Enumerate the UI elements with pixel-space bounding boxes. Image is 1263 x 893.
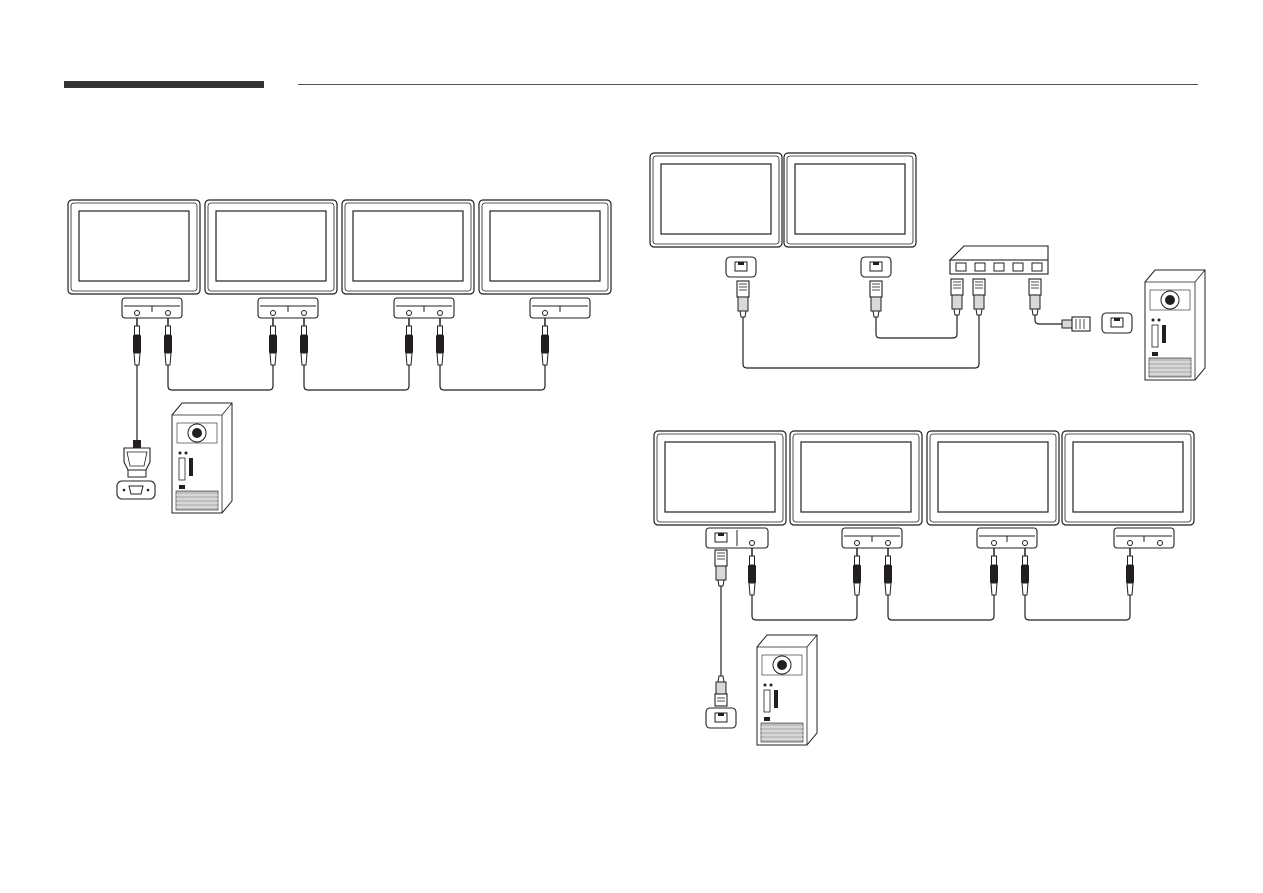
rs232c-jack-panel — [258, 298, 318, 318]
stereo-jack-icon — [436, 318, 444, 365]
rj45-plug-icon — [1062, 317, 1090, 331]
rs232c-jack-panel — [530, 298, 590, 318]
monitor-icon — [790, 431, 922, 525]
stereo-jack-icon — [269, 318, 277, 365]
rs232c-jack-panel — [122, 298, 182, 318]
rs232c-cable — [752, 595, 1130, 620]
desktop-pc-icon — [1145, 270, 1205, 380]
rj45-plug-icon — [973, 279, 985, 315]
monitor-icon — [68, 200, 200, 294]
dsub-port-icon — [117, 481, 155, 499]
stereo-jack-icon — [884, 548, 892, 595]
monitor-icon — [479, 200, 611, 294]
stereo-jack-icon — [300, 318, 308, 365]
rj45-plug-icon — [715, 676, 727, 706]
monitor-icon — [927, 431, 1059, 525]
monitor-icon — [342, 200, 474, 294]
stereo-jack-icon — [1126, 548, 1134, 595]
rj45-plug-icon — [951, 279, 963, 315]
monitor-icon — [650, 153, 782, 247]
stereo-jack-icon — [748, 548, 756, 595]
rj45-plug-icon — [870, 281, 882, 317]
rj45-plug-icon — [1029, 279, 1041, 315]
monitor-icon — [784, 153, 916, 247]
rj45-port-icon — [861, 257, 891, 277]
stereo-jack-icon — [405, 318, 413, 365]
stereo-jack-icon — [164, 318, 172, 365]
stereo-jack-icon — [853, 548, 861, 595]
network-hub-icon — [950, 246, 1048, 274]
stereo-jack-icon — [133, 318, 141, 365]
stereo-jack-icon — [541, 318, 549, 365]
stereo-jack-icon — [990, 548, 998, 595]
rs232c-jack-panel — [1114, 528, 1174, 548]
monitor-icon — [654, 431, 786, 525]
rj45-plug-icon — [715, 550, 727, 586]
rj45-port-icon — [726, 257, 756, 277]
desktop-pc-icon — [757, 635, 817, 745]
monitor-icon — [205, 200, 337, 294]
diagram-lan-hub-connection — [650, 153, 1205, 380]
monitor-icon — [1062, 431, 1194, 525]
rj45-port-icon — [706, 708, 736, 728]
rs232c-jack-panel — [842, 528, 902, 548]
rs232c-jack-panel — [977, 528, 1037, 548]
diagram-rs232c-daisy-chain — [68, 200, 611, 513]
stereo-jack-icon — [1021, 548, 1029, 595]
rj45-port-icon — [1102, 313, 1132, 333]
dsub-plug-icon — [124, 440, 150, 477]
lan-cable — [743, 315, 1062, 368]
rs232c-jack-panel — [394, 298, 454, 318]
desktop-pc-icon — [172, 403, 232, 513]
diagram-lan-rs232c-daisy-chain — [654, 431, 1194, 745]
rj45-plug-icon — [737, 281, 749, 317]
lan-rs232c-panel — [706, 528, 768, 548]
